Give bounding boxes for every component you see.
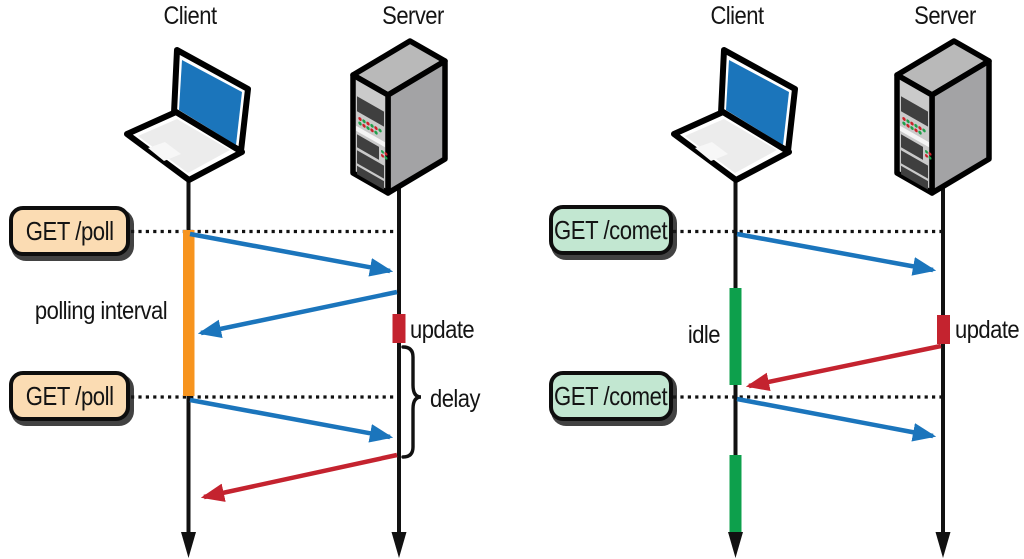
request-arrow xyxy=(736,396,937,442)
lifeline-arrowhead xyxy=(181,532,196,558)
update-bar xyxy=(937,315,950,344)
client-column-label: Client xyxy=(710,2,764,30)
update-label: update xyxy=(410,316,475,344)
server-lifeline xyxy=(935,184,951,558)
client-column-label: Client xyxy=(163,2,217,30)
delay-brace xyxy=(401,345,422,459)
get-comet-badge-2-label: GET /comet xyxy=(554,380,668,411)
lifeline-arrowhead xyxy=(391,532,407,558)
update-label: update xyxy=(955,316,1020,344)
get-poll-badge-1: GET /poll xyxy=(9,206,130,256)
update-push-arrow xyxy=(745,343,942,392)
delay-label: delay xyxy=(430,385,480,413)
get-poll-badge-2-label: GET /poll xyxy=(25,380,114,411)
laptop-icon xyxy=(671,47,798,183)
laptop-icon xyxy=(124,47,251,183)
server-column-label: Server xyxy=(914,2,976,30)
polling-interval-label: polling interval xyxy=(34,297,168,325)
request-arrow xyxy=(189,231,394,277)
idle-label: idle xyxy=(687,321,721,349)
polling-panel xyxy=(124,38,448,558)
polling-interval-bar xyxy=(183,230,195,396)
laptop-screen xyxy=(179,60,242,145)
get-comet-badge-1-label: GET /comet xyxy=(554,214,668,245)
comet-panel xyxy=(671,38,992,558)
request-arrow xyxy=(736,231,937,276)
request-arrow xyxy=(189,397,394,443)
get-poll-badge-2: GET /poll xyxy=(9,371,130,421)
server-column-label: Server xyxy=(382,2,444,30)
update-bar xyxy=(392,314,406,343)
get-comet-badge-1: GET /comet xyxy=(549,205,673,255)
empty-response-arrow xyxy=(197,289,398,339)
get-poll-badge-1-label: GET /poll xyxy=(25,215,114,246)
idle-bar xyxy=(729,288,742,385)
get-comet-badge-2: GET /comet xyxy=(549,371,673,421)
lifeline-arrowhead xyxy=(935,532,951,558)
server-front-details xyxy=(356,96,388,190)
update-response-arrow xyxy=(200,452,398,502)
server-lifeline xyxy=(391,184,407,558)
laptop-screen xyxy=(726,60,789,145)
lifeline-arrowhead xyxy=(728,532,743,558)
server-tower-icon xyxy=(894,38,992,196)
idle-bar xyxy=(729,455,742,532)
server-tower-icon xyxy=(350,38,448,196)
server-front-details xyxy=(900,96,932,190)
